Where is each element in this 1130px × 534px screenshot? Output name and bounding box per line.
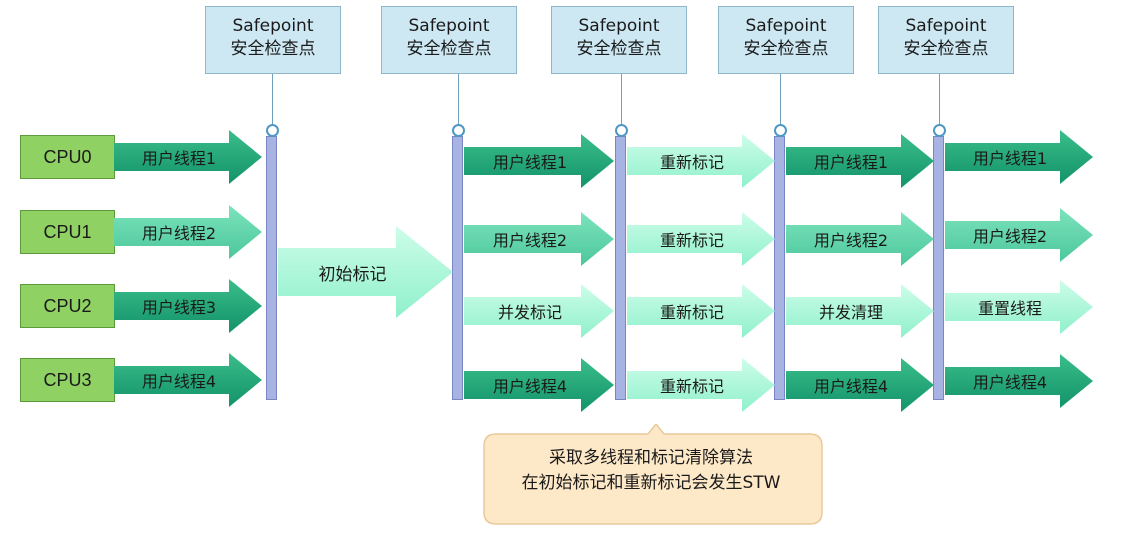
safepoint-box-1: Safepoint 安全检查点 xyxy=(205,6,341,74)
safepoint-bar-5 xyxy=(933,136,944,400)
thread-arrow: 用户线程1 xyxy=(464,134,614,188)
initial-mark-arrow: 初始标记 xyxy=(278,226,453,318)
safepoint-box-2: Safepoint 安全检查点 xyxy=(381,6,517,74)
safepoint-circle xyxy=(774,124,787,137)
safepoint-label-cn: 安全检查点 xyxy=(903,39,989,59)
thread-arrow: 用户线程4 xyxy=(464,358,614,412)
thread-arrow: 用户线程2 xyxy=(114,205,262,259)
concurrent-sweep-arrow: 并发清理 xyxy=(786,284,934,338)
safepoint-label-cn: 安全检查点 xyxy=(743,39,829,59)
safepoint-connector xyxy=(458,74,459,124)
cpu-box-3: CPU3 xyxy=(20,358,115,402)
note-callout-shape xyxy=(483,424,823,525)
safepoint-bar-4 xyxy=(774,136,785,400)
safepoint-bar-3 xyxy=(615,136,626,400)
remark-arrow: 重新标记 xyxy=(627,284,775,338)
thread-arrow: 用户线程2 xyxy=(464,212,614,266)
safepoint-label-en: Safepoint xyxy=(578,16,660,36)
safepoint-circle xyxy=(615,124,628,137)
safepoint-bar-2 xyxy=(452,136,463,400)
thread-arrow: 用户线程2 xyxy=(945,208,1093,262)
cpu-box-2: CPU2 xyxy=(20,284,115,328)
safepoint-label-cn: 安全检查点 xyxy=(576,39,662,59)
safepoint-connector xyxy=(939,74,940,124)
safepoint-box-5: Safepoint 安全检查点 xyxy=(878,6,1014,74)
safepoint-label-en: Safepoint xyxy=(905,16,987,36)
safepoint-label-en: Safepoint xyxy=(408,16,490,36)
thread-arrow: 用户线程4 xyxy=(786,358,934,412)
safepoint-box-4: Safepoint 安全检查点 xyxy=(718,6,854,74)
safepoint-label-en: Safepoint xyxy=(232,16,314,36)
cpu-box-1: CPU1 xyxy=(20,210,115,254)
thread-arrow: 用户线程1 xyxy=(945,130,1093,184)
safepoint-label-cn: 安全检查点 xyxy=(406,39,492,59)
safepoint-bar-1 xyxy=(266,136,277,400)
safepoint-circle xyxy=(452,124,465,137)
safepoint-label-cn: 安全检查点 xyxy=(230,39,316,59)
thread-arrow: 用户线程3 xyxy=(114,279,262,333)
note-line-1: 采取多线程和标记清除算法 xyxy=(549,448,753,468)
concurrent-mark-arrow: 并发标记 xyxy=(464,284,614,338)
cpu-box-0: CPU0 xyxy=(20,135,115,179)
note-line-2: 在初始标记和重新标记会发生STW xyxy=(521,473,781,493)
safepoint-label-en: Safepoint xyxy=(745,16,827,36)
safepoint-connector xyxy=(780,74,781,124)
safepoint-connector xyxy=(272,74,273,124)
safepoint-box-3: Safepoint 安全检查点 xyxy=(551,6,687,74)
thread-arrow: 用户线程1 xyxy=(786,134,934,188)
remark-arrow: 重新标记 xyxy=(627,212,775,266)
thread-arrow: 用户线程2 xyxy=(786,212,934,266)
safepoint-connector xyxy=(621,74,622,124)
thread-arrow: 用户线程4 xyxy=(114,353,262,407)
reset-thread-arrow: 重置线程 xyxy=(945,280,1093,334)
thread-arrow: 用户线程1 xyxy=(114,130,262,184)
safepoint-circle xyxy=(933,124,946,137)
remark-arrow: 重新标记 xyxy=(627,358,775,412)
thread-arrow: 用户线程4 xyxy=(945,354,1093,408)
note-text: 采取多线程和标记清除算法 在初始标记和重新标记会发生STW xyxy=(480,446,822,496)
remark-arrow: 重新标记 xyxy=(627,134,775,188)
safepoint-circle xyxy=(266,124,279,137)
